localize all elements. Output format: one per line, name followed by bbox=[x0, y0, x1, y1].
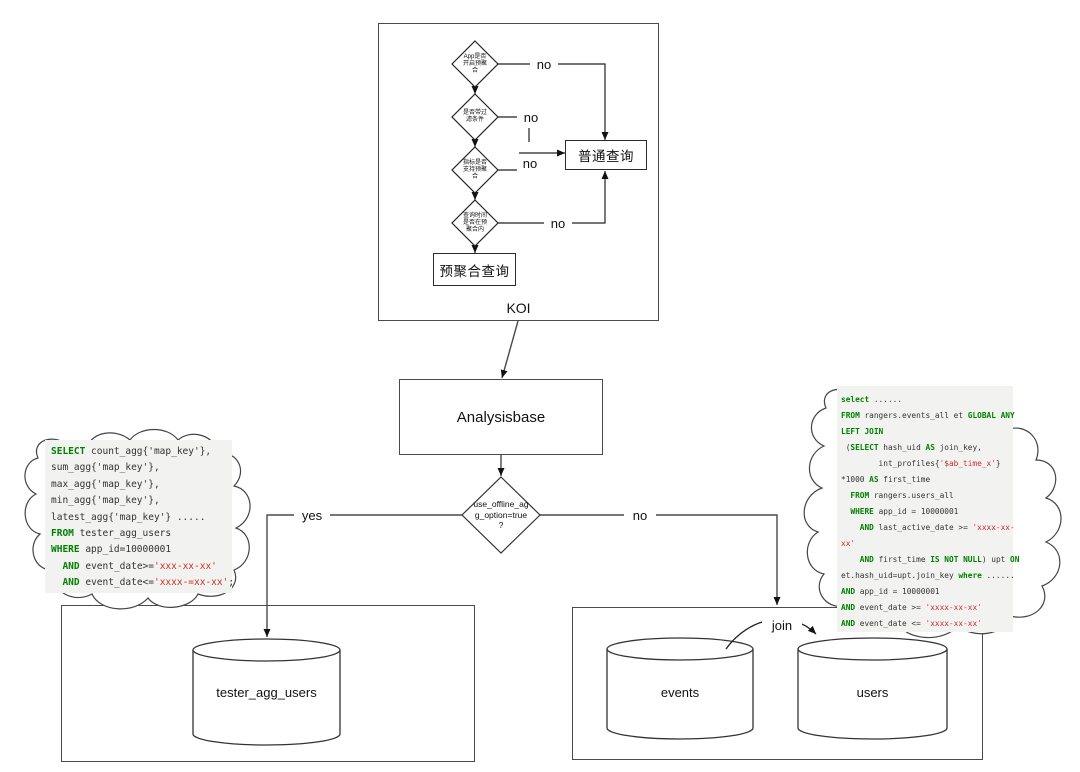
decision-diamond-4 bbox=[451, 199, 499, 247]
tester-agg-users-db-label: tester_agg_users bbox=[216, 684, 317, 700]
no-label-branch: no bbox=[624, 507, 656, 523]
cylinder-users bbox=[797, 649, 948, 740]
connector-d4-no bbox=[498, 171, 609, 224]
koi-decision-1-label: App是否 开启预聚 合 bbox=[462, 53, 487, 74]
cylinder-events-top bbox=[606, 637, 754, 661]
yes-label: yes bbox=[294, 507, 330, 523]
decision-diamond-1 bbox=[451, 40, 499, 88]
cylinder-tester-agg-users bbox=[192, 650, 341, 746]
cylinder-events bbox=[606, 649, 754, 740]
cylinder-tester-agg-users-top bbox=[192, 638, 341, 662]
connector-yes-branch bbox=[263, 514, 462, 637]
right-sql-callout: select ......FROM rangers.events_all et … bbox=[837, 386, 1019, 632]
tester-agg-users-container bbox=[61, 605, 475, 762]
events-db-label: events bbox=[660, 684, 700, 700]
connector-no-branch bbox=[540, 514, 781, 605]
condition-diamond bbox=[461, 476, 541, 554]
users-db-label: users bbox=[856, 684, 889, 700]
analysisbase-box: Analysisbase bbox=[399, 379, 603, 455]
condition-diamond-label: use_offline_ag g_option=true ? bbox=[473, 499, 529, 531]
join-label: join bbox=[762, 617, 802, 634]
no-label-4: no bbox=[544, 215, 572, 231]
no-label-1: no bbox=[530, 56, 558, 72]
koi-decision-4-label: 查询时间 是否在预 聚合内 bbox=[462, 212, 487, 233]
decision-diamond-3 bbox=[451, 146, 499, 194]
decision-diamond-2 bbox=[451, 93, 499, 141]
koi-decision-3-label: 指标是否 支持预聚 合 bbox=[462, 159, 487, 180]
left-sql-callout: SELECT count_agg{'map_key'},sum_agg{'map… bbox=[45, 440, 234, 593]
koi-container bbox=[378, 23, 659, 321]
koi-label: KOI bbox=[506, 300, 531, 316]
cylinder-users-top bbox=[797, 637, 948, 661]
connector-koi-analysisbase bbox=[500, 320, 519, 379]
normal-query-box: 普通查询 bbox=[565, 140, 647, 170]
events-users-container bbox=[572, 607, 983, 760]
koi-decision-2-label: 是否带过 滤条件 bbox=[462, 110, 487, 123]
no-label-2: no bbox=[517, 109, 545, 125]
preagg-query-box: 预聚合查询 bbox=[433, 253, 516, 286]
no-label-3: no bbox=[522, 155, 538, 171]
